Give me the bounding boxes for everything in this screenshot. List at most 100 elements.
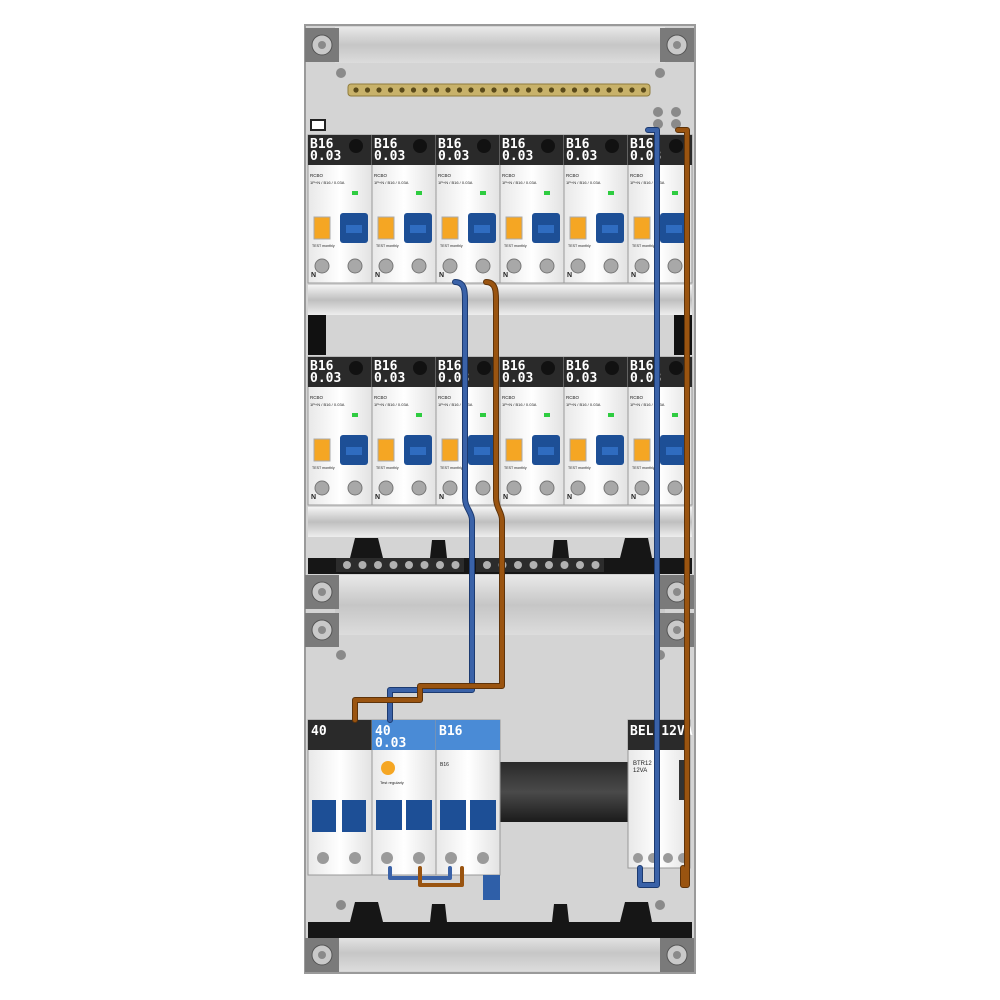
neutral-mark: N	[311, 494, 316, 501]
rcbo-sensitivity: 0.03	[502, 149, 533, 164]
rcbo-rating: B16	[502, 137, 526, 152]
rcbo-spec: 1P+N / B16 / 0.03A	[630, 180, 665, 185]
rcbo-rating: B16	[310, 359, 334, 374]
neutral-mark: N	[311, 272, 316, 279]
test-button[interactable]	[505, 438, 523, 462]
rcbo-sensitivity: 0.03	[374, 371, 405, 386]
neutral-mark: N	[503, 494, 508, 501]
test-button[interactable]	[505, 216, 523, 240]
rcbo-spec: 1P+N / B16 / 0.03A	[502, 180, 537, 185]
wire-brown-link	[418, 866, 464, 887]
rcbo-test-note: TEST monthly	[440, 466, 463, 470]
neutral-bar-bottom	[308, 902, 692, 938]
test-button[interactable]	[569, 216, 587, 240]
earth-busbar	[347, 83, 651, 97]
rcbo-sensitivity: 0.03	[310, 149, 341, 164]
rcd-sensitivity: 0.03	[375, 736, 406, 751]
rcbo-type: RCBO	[438, 395, 452, 400]
rcbo-sensitivity: 0.03	[502, 371, 533, 386]
top-cover	[335, 27, 665, 63]
rcbo-spec: 1P+N / B16 / 0.03A	[566, 180, 601, 185]
rcbo-rating: B16	[310, 137, 334, 152]
rcbo-spec: 1P+N / B16 / 0.03A	[566, 402, 601, 407]
transformer-power: 12VA	[633, 768, 647, 774]
rcbo-test-note: TEST monthly	[504, 244, 527, 248]
corner-mounts	[305, 28, 694, 972]
mcb-module[interactable]: B16 B16	[435, 719, 501, 900]
rcbo-rating: B16	[630, 137, 654, 152]
rcbo-type: RCBO	[374, 173, 388, 178]
test-button[interactable]	[381, 761, 395, 775]
rcbo-rating: B16	[566, 137, 590, 152]
rcbo-type: RCBO	[502, 395, 516, 400]
rcd-test-note: Test regularly	[380, 780, 404, 785]
rcbo-type: RCBO	[630, 173, 644, 178]
rcbo-test-note: TEST monthly	[312, 244, 335, 248]
rcbo-spec: 1P+N / B16 / 0.03A	[438, 180, 473, 185]
rcbo-test-note: TEST monthly	[312, 466, 335, 470]
test-button[interactable]	[313, 216, 331, 240]
rcbo-spec: 1P+N / B16 / 0.03A	[630, 402, 665, 407]
rcd-module[interactable]: 40 0.03 Test regularly	[371, 719, 437, 876]
rcbo-rating: B16	[374, 359, 398, 374]
rcbo-spec: 1P+N / B16 / 0.03A	[374, 402, 409, 407]
rcbo-rating: B16	[502, 359, 526, 374]
test-button[interactable]	[441, 438, 459, 462]
rcbo-sensitivity: 0.03	[438, 149, 469, 164]
rcbo-test-note: TEST monthly	[376, 466, 399, 470]
test-button[interactable]	[377, 438, 395, 462]
rcbo-test-note: TEST monthly	[504, 466, 527, 470]
rcbo-spec: 1P+N / B16 / 0.03A	[374, 180, 409, 185]
rcbo-type: RCBO	[566, 395, 580, 400]
rcbo-type: RCBO	[374, 395, 388, 400]
rcbo-spec: 1P+N / B16 / 0.03A	[310, 402, 345, 407]
mcb-type: B16	[440, 762, 449, 768]
rcbo-type: RCBO	[502, 173, 516, 178]
rcbo-sensitivity: 0.03	[630, 371, 661, 386]
rcbo-type: RCBO	[310, 395, 324, 400]
transformer-model: BTR12	[633, 761, 652, 767]
neutral-mark: N	[439, 272, 444, 279]
mount-screws	[336, 68, 681, 910]
rail-bracket-left	[308, 315, 326, 355]
main-switch-rating: 40	[311, 724, 327, 739]
neutral-mark: N	[631, 272, 636, 279]
rcbo-test-note: TEST monthly	[632, 244, 655, 248]
test-button[interactable]	[569, 438, 587, 462]
rcbo-spec: 1P+N / B16 / 0.03A	[310, 180, 345, 185]
neutral-mark: N	[631, 494, 636, 501]
neutral-mark: N	[439, 494, 444, 501]
test-button[interactable]	[441, 216, 459, 240]
din-rail-3	[500, 762, 628, 822]
test-button[interactable]	[313, 438, 331, 462]
rcbo-sensitivity: 0.03	[566, 371, 597, 386]
test-button[interactable]	[377, 216, 395, 240]
marker-tab	[310, 119, 326, 131]
rcbo-sensitivity: 0.03	[438, 371, 469, 386]
rcbo-sensitivity: 0.03	[630, 149, 661, 164]
rcbo-sensitivity: 0.03	[310, 371, 341, 386]
wiring	[352, 127, 690, 888]
bell-transformer[interactable]: BEL 12VA BTR12 12VA	[627, 719, 693, 869]
neutral-mark: N	[375, 272, 380, 279]
din-rail-1	[308, 285, 692, 315]
rcbo-test-note: TEST monthly	[632, 466, 655, 470]
test-button[interactable]	[633, 438, 651, 462]
rcbo-test-note: TEST monthly	[568, 466, 591, 470]
rcbo-type: RCBO	[310, 173, 324, 178]
test-button[interactable]	[633, 216, 651, 240]
main-switch[interactable]: 40	[307, 719, 373, 876]
rcbo-test-note: TEST monthly	[440, 244, 463, 248]
